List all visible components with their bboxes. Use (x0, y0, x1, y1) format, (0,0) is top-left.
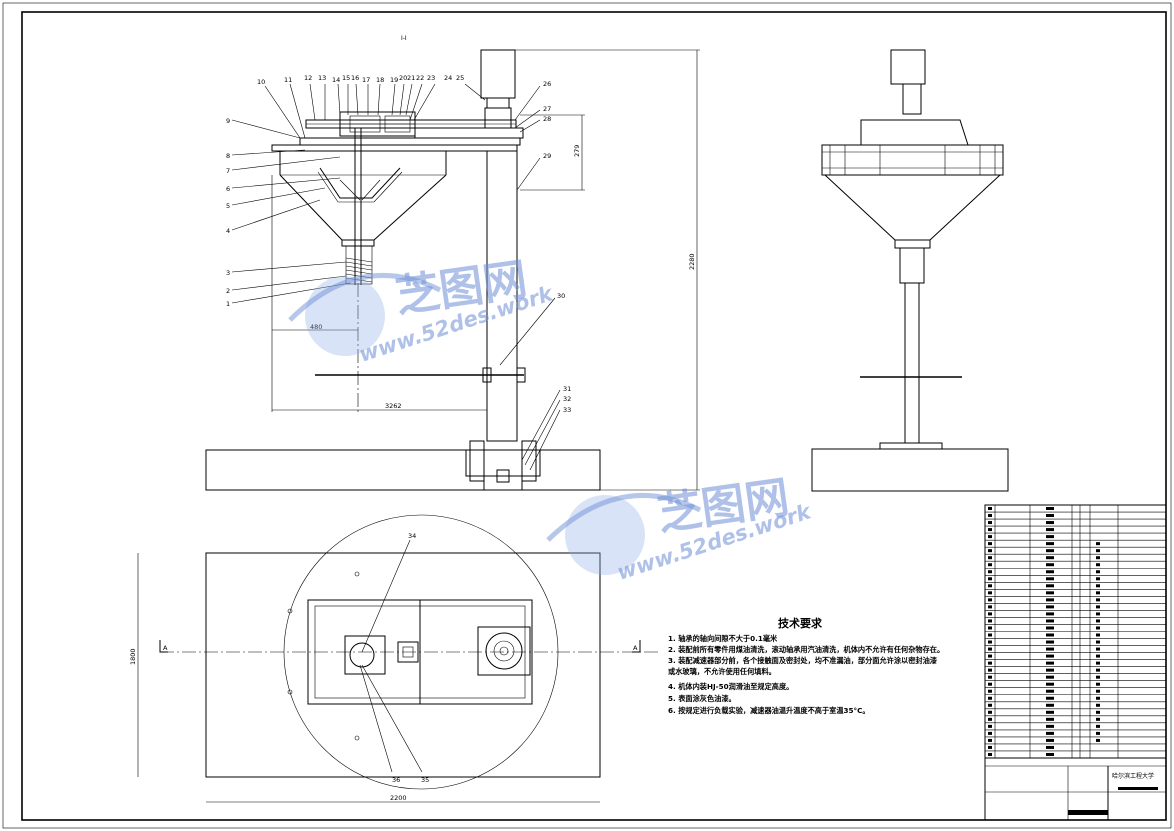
svg-text:34: 34 (408, 532, 416, 540)
svg-text:23: 23 (427, 74, 435, 82)
svg-text:11: 11 (284, 76, 292, 84)
svg-text:3: 3 (226, 269, 230, 277)
notes-title: 技术要求 (778, 616, 823, 630)
svg-text:15: 15 (342, 74, 350, 82)
svg-text:10: 10 (257, 78, 265, 86)
inner-border (21, 11, 1167, 821)
svg-text:4: 4 (226, 227, 230, 235)
svg-text:12: 12 (304, 74, 312, 82)
svg-text:或水玻璃，不允许使用任何填料。: 或水玻璃，不允许使用任何填料。 (668, 667, 776, 676)
svg-text:279: 279 (573, 145, 581, 157)
svg-text:6: 6 (226, 185, 230, 193)
svg-text:9: 9 (226, 117, 230, 125)
svg-text:27: 27 (543, 105, 551, 113)
svg-text:480: 480 (310, 323, 322, 331)
svg-text:28: 28 (543, 115, 551, 123)
svg-text:3. 装配减速器部分前，各个接触面及密封处，均不准漏油，部分: 3. 装配减速器部分前，各个接触面及密封处，均不准漏油，部分面允许涂以密封油漆 (668, 656, 938, 665)
svg-text:2. 装配前所有零件用煤油清洗，滚动轴承用汽油清洗，机体内不: 2. 装配前所有零件用煤油清洗，滚动轴承用汽油清洗，机体内不允许有任何杂物存在。 (668, 645, 944, 654)
svg-text:25: 25 (456, 74, 464, 82)
svg-text:1. 轴承的轴向间隙不大于0.1毫米: 1. 轴承的轴向间隙不大于0.1毫米 (668, 634, 778, 643)
svg-text:5. 表面涂灰色油漆。: 5. 表面涂灰色油漆。 (668, 694, 736, 703)
svg-text:2: 2 (226, 287, 230, 295)
svg-text:26: 26 (543, 80, 551, 88)
watermark-2: 芝图网 www.52des.work (546, 472, 816, 585)
svg-text:4. 机体内装HJ-50润滑油至规定高度。: 4. 机体内装HJ-50润滑油至规定高度。 (668, 682, 793, 691)
technical-requirements: 技术要求 1. 轴承的轴向间隙不大于0.1毫米 2. 装配前所有零件用煤油清洗，… (668, 616, 944, 715)
svg-text:30: 30 (557, 292, 565, 300)
svg-text:13: 13 (318, 74, 326, 82)
svg-text:35: 35 (421, 776, 429, 784)
front-section-view: I-I (205, 35, 700, 491)
svg-text:A: A (163, 644, 168, 652)
svg-text:16: 16 (351, 74, 359, 82)
svg-text:33: 33 (563, 406, 571, 414)
svg-text:20: 20 (399, 74, 407, 82)
svg-text:1: 1 (226, 300, 230, 308)
svg-text:2280: 2280 (688, 253, 696, 270)
svg-text:32: 32 (563, 395, 571, 403)
svg-text:22: 22 (416, 74, 424, 82)
svg-text:7: 7 (226, 167, 230, 175)
top-view: 2200 1800 A A 34 36 35 (129, 514, 660, 803)
svg-text:31: 31 (563, 385, 571, 393)
svg-text:36: 36 (392, 776, 400, 784)
svg-text:24: 24 (444, 74, 452, 82)
svg-text:14: 14 (332, 76, 340, 84)
side-view (811, 49, 1009, 492)
svg-text:5: 5 (226, 202, 230, 210)
svg-text:3262: 3262 (385, 402, 402, 410)
svg-text:6. 按规定进行负载实验，减速器油温升温度不高于室温35°C: 6. 按规定进行负载实验，减速器油温升温度不高于室温35°C。 (668, 706, 870, 715)
svg-text:A: A (633, 644, 638, 652)
school-name: 哈尔滨工程大学 (1112, 772, 1154, 780)
svg-text:19: 19 (390, 76, 398, 84)
svg-text:18: 18 (376, 76, 384, 84)
parts-list (984, 504, 1167, 759)
svg-text:21: 21 (407, 74, 415, 82)
svg-text:17: 17 (362, 76, 370, 84)
view-label: I-I (401, 35, 407, 42)
svg-text:8: 8 (226, 152, 230, 160)
title-block: 哈尔滨工程大学 (984, 757, 1167, 821)
svg-text:29: 29 (543, 152, 551, 160)
svg-text:1800: 1800 (129, 648, 137, 665)
svg-text:2200: 2200 (390, 794, 407, 802)
